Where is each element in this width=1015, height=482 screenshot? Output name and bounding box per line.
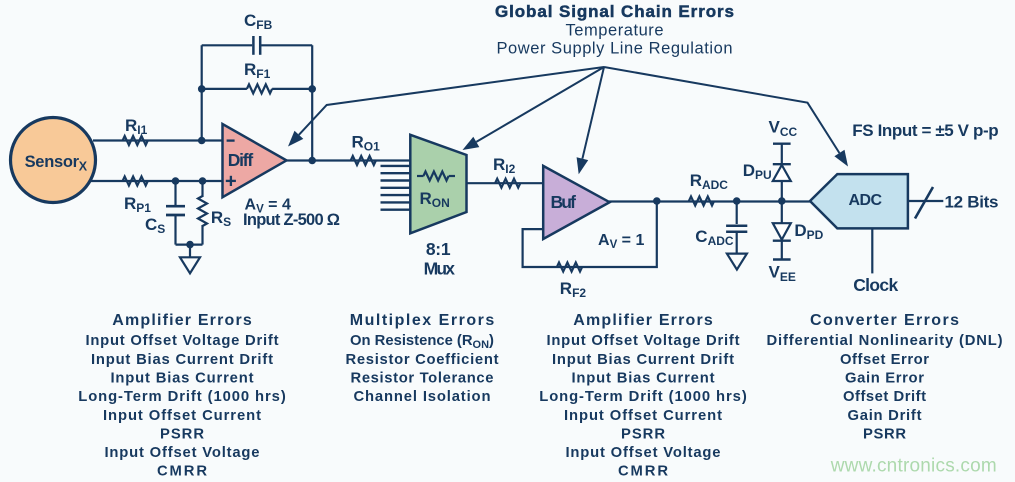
svg-text:RP1: RP1 <box>124 194 151 215</box>
svg-text:PSRR: PSRR <box>863 427 906 443</box>
svg-text:Input Z-500 Ω: Input Z-500 Ω <box>243 211 340 229</box>
svg-text:Input Bias Current: Input Bias Current <box>111 371 254 387</box>
svg-text:RS: RS <box>211 208 231 229</box>
svg-text:CMRR: CMRR <box>618 464 668 480</box>
svg-text:Input Offset Current: Input Offset Current <box>564 408 722 424</box>
svg-text:RF1: RF1 <box>244 60 271 81</box>
svg-text:RO1: RO1 <box>352 133 381 154</box>
svg-text:Power Supply Line Regulation: Power Supply Line Regulation <box>497 40 733 58</box>
svg-text:ADC: ADC <box>849 192 883 209</box>
svg-text:Multiplex Errors: Multiplex Errors <box>350 312 495 329</box>
svg-text:CMRR: CMRR <box>157 464 207 480</box>
svg-text:Long-Term Drift (1000 hrs): Long-Term Drift (1000 hrs) <box>539 389 747 405</box>
svg-text:CADC: CADC <box>695 227 734 248</box>
svg-text:Amplifier Errors: Amplifier Errors <box>112 312 252 329</box>
svg-text:Global Signal Chain Errors: Global Signal Chain Errors <box>495 2 734 21</box>
svg-text:PSRR: PSRR <box>621 427 665 443</box>
svg-text:Resistor Tolerance: Resistor Tolerance <box>351 371 494 387</box>
svg-text:8:1: 8:1 <box>426 239 451 259</box>
svg-text:Input Bias Current Drift: Input Bias Current Drift <box>552 352 734 368</box>
svg-text:RF2: RF2 <box>560 279 587 300</box>
svg-text:Input Offset Current: Input Offset Current <box>103 408 261 424</box>
svg-text:AV = 1: AV = 1 <box>598 232 644 251</box>
svg-text:Offset Error: Offset Error <box>840 352 929 368</box>
svg-text:VCC: VCC <box>769 118 798 139</box>
svg-text:Offset Drift: Offset Drift <box>843 389 926 405</box>
svg-text:Diff: Diff <box>228 150 254 170</box>
svg-text:Input Bias Current: Input Bias Current <box>572 371 715 387</box>
svg-text:RADC: RADC <box>690 171 729 192</box>
svg-text:12 Bits: 12 Bits <box>945 192 999 211</box>
svg-text:Gain Drift: Gain Drift <box>848 408 922 424</box>
svg-text:Mux: Mux <box>424 259 456 279</box>
svg-text:www.cntronics.com: www.cntronics.com <box>830 456 997 477</box>
svg-text:Input Offset Voltage: Input Offset Voltage <box>105 445 260 461</box>
svg-text:Channel Isolation: Channel Isolation <box>354 389 491 405</box>
svg-text:Clock: Clock <box>853 275 898 295</box>
svg-text:Temperature: Temperature <box>566 21 664 39</box>
svg-text:DPD: DPD <box>794 221 823 242</box>
svg-text:On Resistence (RON): On Resistence (RON) <box>350 333 494 351</box>
svg-text:Amplifier Errors: Amplifier Errors <box>573 312 713 329</box>
svg-text:PSRR: PSRR <box>160 427 204 443</box>
svg-text:Converter Errors: Converter Errors <box>810 312 959 329</box>
svg-text:CS: CS <box>145 215 165 236</box>
svg-text:Buf: Buf <box>551 192 577 212</box>
svg-text:Resistor Coefficient: Resistor Coefficient <box>346 352 499 368</box>
svg-text:Input Bias Current Drift: Input Bias Current Drift <box>91 352 273 368</box>
svg-text:Differential Nonlinearity (DNL: Differential Nonlinearity (DNL) <box>767 333 1003 349</box>
svg-text:Input Offset Voltage: Input Offset Voltage <box>566 445 721 461</box>
svg-text:Input Offset Voltage Drift: Input Offset Voltage Drift <box>86 333 279 349</box>
svg-text:Input Offset Voltage Drift: Input Offset Voltage Drift <box>547 333 740 349</box>
svg-text:RI2: RI2 <box>493 155 516 176</box>
svg-text:DPU: DPU <box>743 161 772 182</box>
svg-text:VEE: VEE <box>769 263 796 284</box>
svg-text:SensorX: SensorX <box>25 153 88 174</box>
svg-text:Gain Error: Gain Error <box>845 371 924 387</box>
svg-text:CFB: CFB <box>244 11 273 32</box>
svg-text:RI1: RI1 <box>125 116 148 137</box>
svg-text:Long-Term Drift (1000 hrs): Long-Term Drift (1000 hrs) <box>78 389 286 405</box>
svg-text:FS Input = ±5 V p-p: FS Input = ±5 V p-p <box>852 121 998 140</box>
